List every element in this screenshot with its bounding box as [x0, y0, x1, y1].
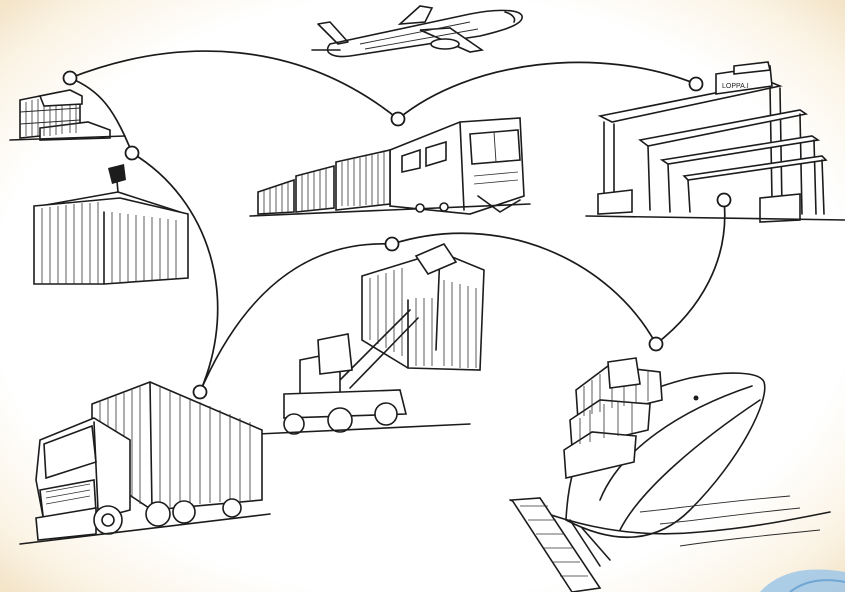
corner-accent-decoration [760, 569, 845, 592]
container-truck-icon [20, 382, 270, 544]
container-stack-icon [10, 90, 125, 140]
route-node-truck [194, 386, 207, 399]
reach-stacker-icon [258, 244, 484, 434]
route-node-ship [650, 338, 663, 351]
shipping-container-icon [34, 164, 188, 284]
route-node-train [392, 113, 405, 126]
container-ship-icon [510, 358, 830, 592]
route-stack-to-train [70, 51, 398, 119]
route-node-air [690, 78, 703, 91]
route-node-container [126, 147, 139, 160]
route-node-reachstacker [386, 238, 399, 251]
train-icon [250, 118, 530, 216]
route-node-stack [64, 72, 77, 85]
route-ship-to-crane [656, 200, 725, 344]
gantry-crane-icon: LOPPA.I [586, 62, 845, 222]
route-node-crane [718, 194, 731, 207]
crane-sign-text: LOPPA.I [722, 83, 749, 90]
airplane-icon [312, 6, 522, 57]
